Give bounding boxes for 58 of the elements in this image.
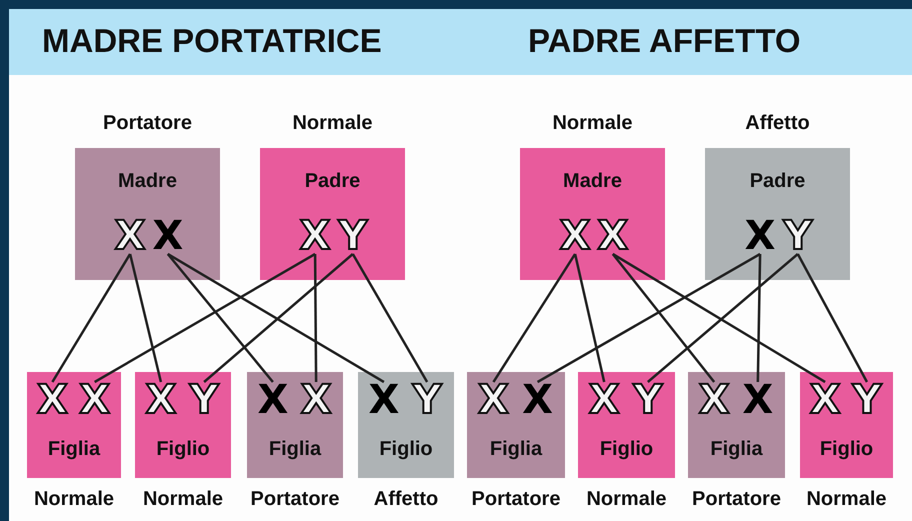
connector-line <box>314 254 318 382</box>
chromosome-symbol: X <box>300 216 331 256</box>
person-label: Figlia <box>488 438 544 461</box>
person-label: Figlio <box>818 438 874 461</box>
status-label: Affetto <box>744 112 811 135</box>
person-label: Madre <box>562 170 623 193</box>
chromosome-symbol: X <box>742 380 774 420</box>
person-label: Figlia <box>46 438 102 461</box>
chromosome-symbol: X <box>698 380 730 420</box>
chromosome-symbol: Y <box>412 380 442 420</box>
person-label: Figlio <box>155 438 211 461</box>
person-label: Figlia <box>268 438 322 461</box>
chromosome-symbol: X <box>145 380 176 420</box>
status-label: Portatore <box>470 488 562 511</box>
chromosome-symbol: X <box>257 380 288 420</box>
status-label: Normale <box>291 112 374 135</box>
person-label: Padre <box>304 170 362 193</box>
connector-line <box>51 253 132 383</box>
connector-line <box>94 252 316 384</box>
connector-line <box>492 253 576 383</box>
status-label: Portatore <box>102 112 193 135</box>
chromosome-symbol: X <box>36 380 68 420</box>
connector-line <box>756 254 762 382</box>
chromosome-symbol: Y <box>852 380 882 420</box>
chromosome-symbol: X <box>560 216 591 256</box>
status-label: Normale <box>585 488 668 511</box>
connector-line <box>536 252 761 384</box>
chromosome-symbol: X <box>744 216 776 256</box>
chromosome-symbol: X <box>588 380 620 420</box>
chromosome-symbol: X <box>300 380 332 420</box>
header-title: MADRE PORTATRICE <box>42 22 382 60</box>
status-label: Normale <box>805 488 888 511</box>
status-label: Normale <box>32 488 116 511</box>
header-title: PADRE AFFETTO <box>528 22 801 60</box>
status-label: Portatore <box>250 488 340 511</box>
status-label: Normale <box>551 112 634 135</box>
person-label: Figlio <box>598 438 654 461</box>
person-label: Figlio <box>378 438 434 461</box>
chromosome-symbol: Y <box>633 380 662 420</box>
chromosome-symbol: X <box>478 380 509 420</box>
chromosome-symbol: X <box>368 380 400 420</box>
chromosome-symbol: X <box>522 380 553 420</box>
chromosome-symbol: X <box>810 380 841 420</box>
person-label: Madre <box>117 170 178 193</box>
connector-line <box>167 252 385 384</box>
status-label: Normale <box>142 488 224 511</box>
status-label: Portatore <box>691 488 782 511</box>
connector-line <box>612 252 826 384</box>
chromosome-symbol: Y <box>190 380 219 420</box>
person-label: Figlia <box>709 438 764 461</box>
chromosome-symbol: X <box>597 216 628 256</box>
chromosome-symbol: X <box>114 216 146 256</box>
status-label: Affetto <box>372 488 440 511</box>
chromosome-symbol: X <box>79 380 110 420</box>
chromosome-symbol: Y <box>338 216 368 256</box>
chromosome-symbol: Y <box>783 216 812 256</box>
person-label: Padre <box>748 170 806 193</box>
chromosome-symbol: X <box>152 216 184 256</box>
